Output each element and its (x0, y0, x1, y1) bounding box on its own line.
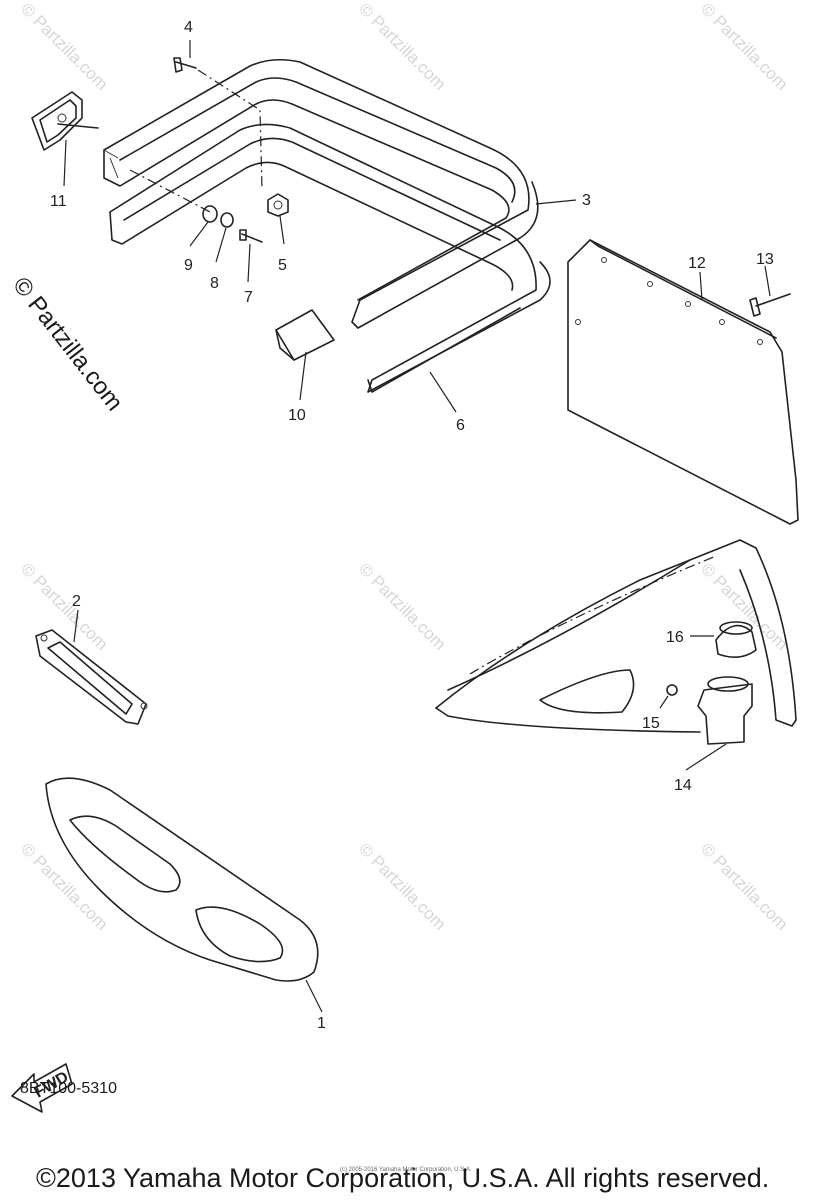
watermark: © Partzilla.com (355, 0, 449, 94)
part-12-panel (567, 239, 799, 525)
watermark: © Partzilla.com (697, 0, 791, 94)
callout-14: 14 (674, 777, 692, 794)
callouts: 1 2 3 4 5 6 7 8 9 10 11 12 13 14 15 16 (50, 19, 774, 1032)
callout-2: 2 (72, 593, 81, 610)
callout-13: 13 (756, 251, 774, 268)
callout-5: 5 (278, 257, 287, 274)
copyright-notice: ©2013 Yamaha Motor Corporation, U.S.A. A… (36, 1163, 770, 1193)
callout-9: 9 (184, 257, 193, 274)
part-3-frame (103, 58, 539, 329)
callout-4: 4 (184, 19, 193, 36)
callout-11: 11 (50, 193, 67, 210)
callout-6: 6 (456, 417, 465, 434)
callout-15: 15 (642, 715, 660, 732)
callout-10: 10 (288, 407, 306, 424)
callout-8: 8 (210, 275, 219, 292)
watermark: © Partzilla.com (355, 839, 449, 933)
watermark: © Partzilla.com (17, 0, 111, 94)
part-2-vent (35, 629, 148, 725)
leader-lines (63, 40, 771, 1013)
callout-3: 3 (582, 192, 591, 209)
part-10 (275, 309, 335, 361)
diagram-code: 8BT100-5310 (20, 1080, 117, 1097)
watermark: © Partzilla.com (355, 559, 449, 653)
hull-section (435, 539, 797, 745)
fasteners (129, 57, 289, 243)
callout-16: 16 (666, 629, 684, 646)
callout-1: 1 (317, 1015, 326, 1032)
part-13-pin (749, 293, 791, 317)
part-6-trim (109, 123, 551, 393)
part-1-handle (45, 777, 319, 982)
watermark: © Partzilla.com (697, 839, 791, 933)
callout-12: 12 (688, 255, 706, 272)
fine-print: (c) 2005-2016 Yamaha Motor Corporation, … (340, 1167, 472, 1173)
part-11-bracket (31, 91, 99, 151)
callout-7: 7 (244, 289, 253, 306)
side-watermark: © Partzilla.com (7, 272, 128, 416)
